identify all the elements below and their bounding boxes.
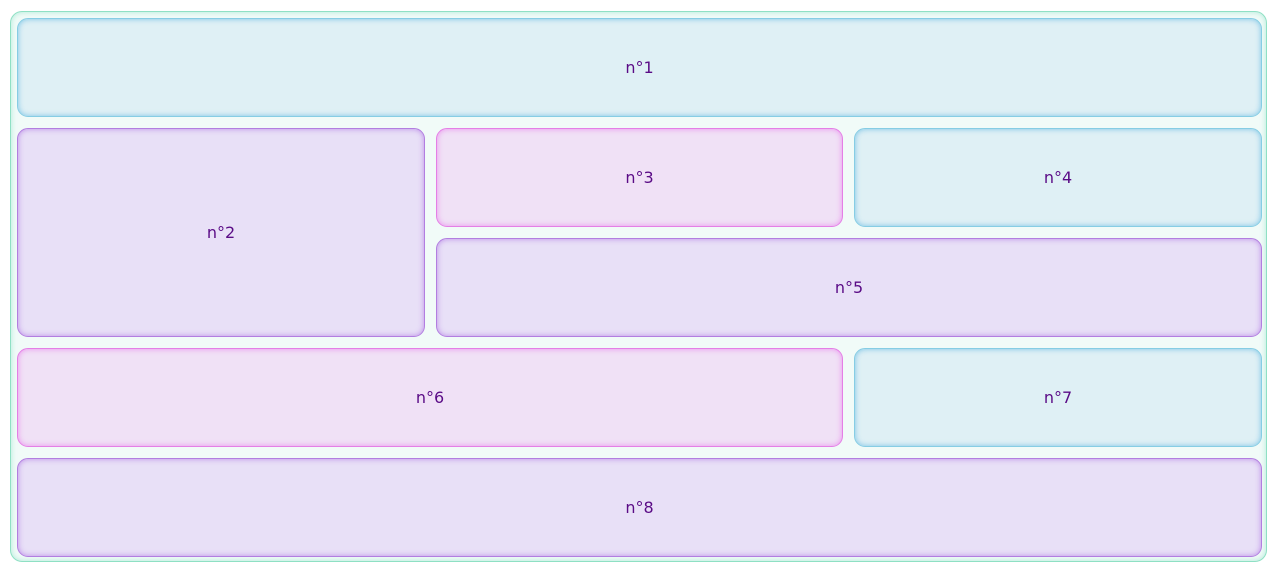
grid-item-5: n°5 [436,238,1262,337]
grid-item-6-label: n°6 [415,388,445,407]
grid-item-5-label: n°5 [834,278,864,297]
grid-item-1-label: n°1 [625,58,654,77]
grid-item-3: n°3 [436,128,843,227]
grid-item-6: n°6 [17,348,843,447]
grid-item-7-label: n°7 [1043,388,1073,407]
grid-item-8: n°8 [17,458,1262,557]
grid-item-7: n°7 [854,348,1262,447]
grid-item-4-label: n°4 [1043,168,1073,187]
grid-item-1: n°1 [17,18,1262,117]
grid-item-2-label: n°2 [206,223,236,242]
grid-container: n°1 n°2 n°3 n°4 n°5 n°6 n°7 n°8 [10,11,1267,562]
grid-item-3-label: n°3 [625,168,654,187]
grid-item-8-label: n°8 [625,498,654,517]
grid-item-4: n°4 [854,128,1262,227]
grid-item-2: n°2 [17,128,425,337]
